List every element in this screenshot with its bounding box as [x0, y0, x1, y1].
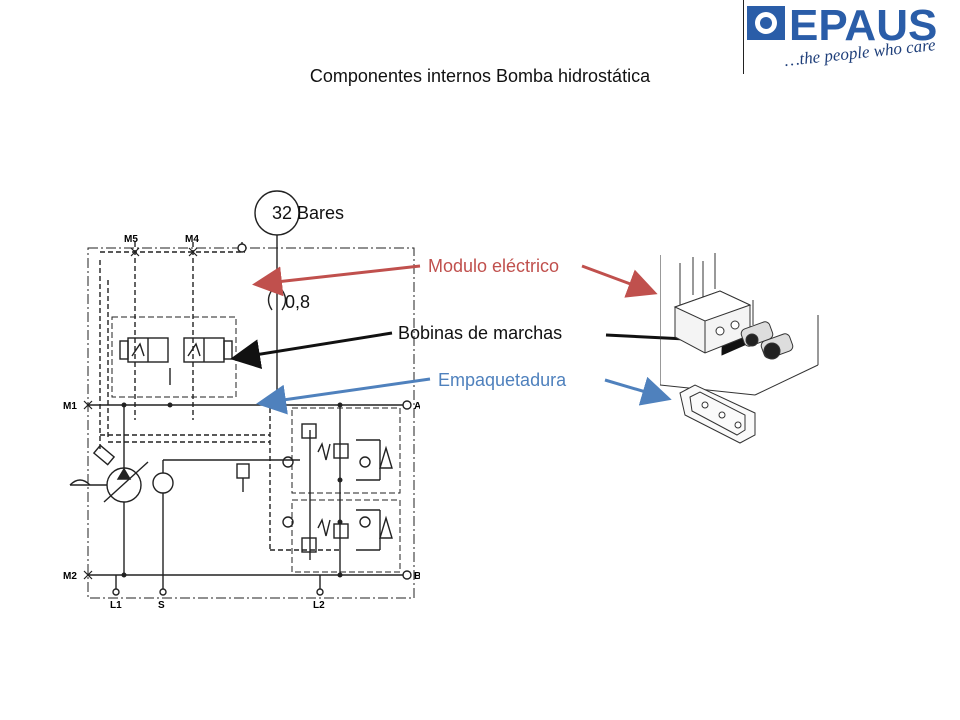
port-m4: M4: [185, 234, 199, 245]
arrow-empaquetadura-right: [604, 376, 672, 406]
hydraulic-schematic: M5 M4 M1 M2 A B L1 S L2: [63, 190, 420, 610]
port-m5: M5: [124, 234, 138, 245]
port-s: S: [158, 600, 165, 610]
company-logo: EPAUS …the people who care: [745, 0, 957, 74]
logo-brand: EPAUS: [789, 1, 937, 50]
port-a: A: [414, 401, 420, 412]
arrow-modulo-left: [252, 264, 421, 297]
exploded-view-illustration: [660, 253, 819, 444]
port-m2: M2: [63, 571, 77, 582]
callout-empaquetadura: Empaquetadura: [438, 370, 567, 390]
orifice-label: 0,8: [285, 292, 311, 312]
page-title: Componentes internos Bomba hidrostática: [309, 66, 651, 86]
callout-bobinas-de-marchas: Bobinas de marchas: [398, 323, 563, 343]
port-l2: L2: [313, 600, 325, 610]
logo-graphic: EPAUS …the people who care: [747, 1, 937, 70]
arrow-modulo-right: [581, 264, 658, 298]
arrow-bobinas-left: [230, 331, 393, 370]
logo-divider: [743, 0, 744, 74]
arrow-empaquetadura-left: [256, 377, 431, 415]
port-l1: L1: [110, 600, 122, 610]
port-b: B: [414, 571, 420, 582]
pressure-label: 32 Bares: [272, 203, 345, 223]
callout-modulo-electrico: Modulo eléctrico: [428, 256, 560, 276]
port-m1: M1: [63, 401, 77, 412]
